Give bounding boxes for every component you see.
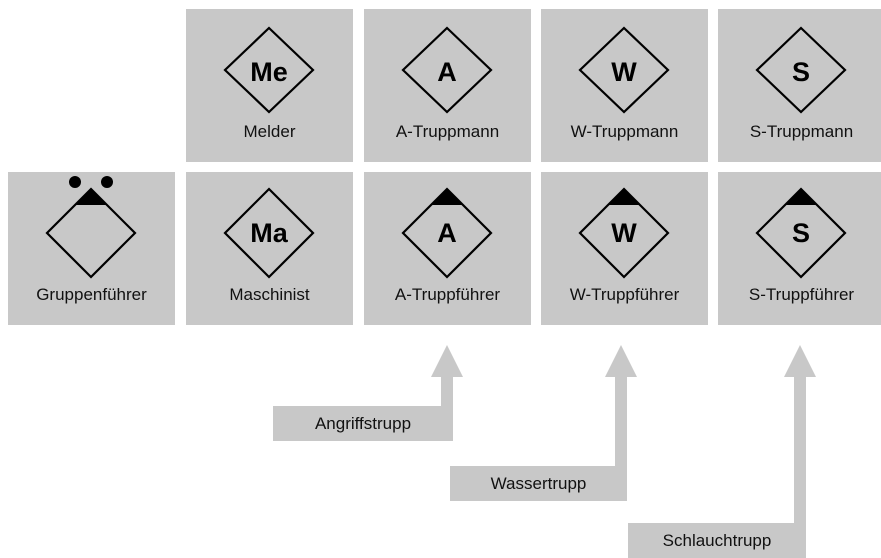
tile-w-truppmann: W W-Truppmann [541,9,708,162]
diamond-symbol-icon: Me [223,26,315,114]
tile-maschinist: Ma Maschinist [186,172,353,325]
symbol-text: A [437,218,457,248]
symbol-text: S [792,57,810,87]
leader-dot-icon [69,176,81,188]
role-label: Maschinist [229,285,310,304]
diamond-symbol-icon: W [578,26,670,114]
leader-diamond-icon: A [401,187,493,279]
role-label: S-Truppführer [748,285,855,304]
leader-diamond-icon: S [755,187,847,279]
diamond-symbol-icon: S [755,26,847,114]
symbol-text: A [437,57,457,87]
symbol-text: W [611,218,637,248]
symbol-text: S [792,218,810,248]
squad-label-wassertrupp: Wassertrupp [450,466,627,501]
tile-melder: Me Melder [186,9,353,162]
role-label: W-Truppführer [569,285,680,304]
role-label: W-Truppmann [570,122,679,141]
role-label: S-Truppmann [749,122,854,141]
diamond-symbol-icon: Ma [223,187,315,279]
diamond-symbol-icon: A [401,26,493,114]
role-label: Gruppenführer [36,285,147,304]
role-label: A-Truppmann [395,122,500,141]
squad-label-angriffstrupp: Angriffstrupp [273,406,453,441]
tile-s-truppfuehrer: S S-Truppführer [718,172,881,325]
tile-s-truppmann: S S-Truppmann [718,9,881,162]
tile-gruppenfuehrer: Gruppenführer [8,172,175,325]
tile-a-truppfuehrer: A A-Truppführer [364,172,531,325]
arrow-up-icon [784,345,816,556]
leader-triangle-icon [608,189,640,205]
leader-triangle-icon [75,189,107,205]
leader-dot-icon [101,176,113,188]
leader-diamond-icon: W [578,187,670,279]
role-label: A-Truppführer [394,285,501,304]
leader-triangle-icon [431,189,463,205]
symbol-text: Ma [250,218,288,248]
role-label: Melder [243,122,296,141]
symbol-text: Me [250,57,288,87]
tile-w-truppfuehrer: W W-Truppführer [541,172,708,325]
leader-triangle-icon [785,189,817,205]
tile-a-truppmann: A A-Truppmann [364,9,531,162]
group-leader-diamond-icon [45,176,137,279]
symbol-text: W [611,57,637,87]
squad-label-schlauchtrupp: Schlauchtrupp [628,523,806,558]
